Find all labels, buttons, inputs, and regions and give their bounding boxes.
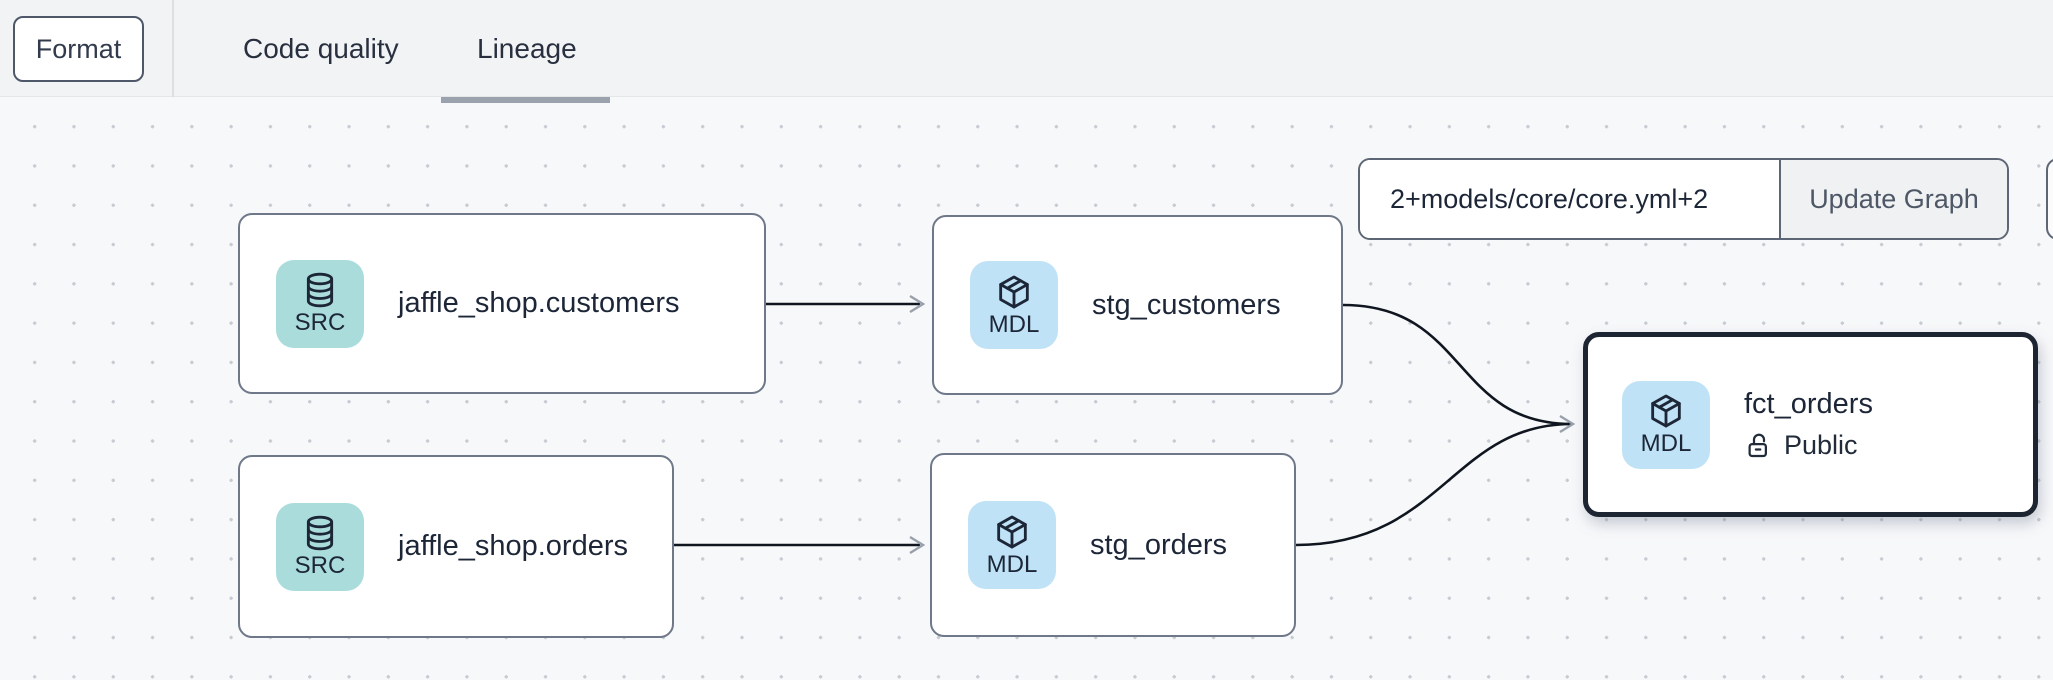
toolbar-divider xyxy=(172,0,174,97)
node-label: jaffle_shop.orders xyxy=(398,530,629,562)
cube-icon xyxy=(999,275,1029,309)
access-row: Public xyxy=(1744,430,1873,461)
lock-open-icon xyxy=(1748,433,1767,457)
badge-type-label: SRC xyxy=(294,309,346,337)
top-toolbar: Format Code quality Lineage xyxy=(0,0,2053,97)
node-label: stg_orders xyxy=(1090,528,1228,561)
format-button[interactable]: Format xyxy=(13,16,144,82)
database-icon xyxy=(306,273,334,308)
source-badge: SRC xyxy=(276,259,364,348)
node-label: fct_orders xyxy=(1744,388,1873,420)
node-jaffle-shop-orders[interactable]: SRC jaffle_shop.orders xyxy=(238,455,674,638)
node-label: stg_customers xyxy=(1092,288,1281,321)
cube-icon xyxy=(997,515,1027,549)
update-graph-button[interactable]: Update Graph xyxy=(1779,160,2007,238)
node-stg-orders[interactable]: MDL stg_orders xyxy=(930,453,1296,637)
node-jaffle-shop-customers[interactable]: SRC jaffle_shop.customers xyxy=(238,213,766,394)
model-badge: MDL xyxy=(968,501,1056,589)
access-label: Public xyxy=(1784,430,1858,460)
node-fct-orders-selected[interactable]: MDL fct_orders Public xyxy=(1583,332,2038,517)
database-icon xyxy=(306,516,334,551)
badge-type-label: MDL xyxy=(1640,430,1692,458)
active-tab-underline xyxy=(441,97,610,103)
badge-type-label: MDL xyxy=(988,310,1040,338)
tab-code-quality[interactable]: Code quality xyxy=(243,32,399,64)
cube-icon xyxy=(1651,394,1681,428)
model-badge: MDL xyxy=(1622,380,1710,469)
model-badge: MDL xyxy=(970,261,1058,349)
badge-type-label: SRC xyxy=(294,552,346,580)
node-label: jaffle_shop.customers xyxy=(398,287,680,319)
offscreen-panel-edge[interactable] xyxy=(2046,158,2053,240)
source-badge: SRC xyxy=(276,502,364,591)
lineage-selector-bar: Update Graph xyxy=(1358,158,2009,240)
node-stg-customers[interactable]: MDL stg_customers xyxy=(932,215,1343,395)
badge-type-label: MDL xyxy=(986,550,1038,578)
selector-input[interactable] xyxy=(1360,160,1779,238)
tab-lineage[interactable]: Lineage xyxy=(477,32,577,64)
